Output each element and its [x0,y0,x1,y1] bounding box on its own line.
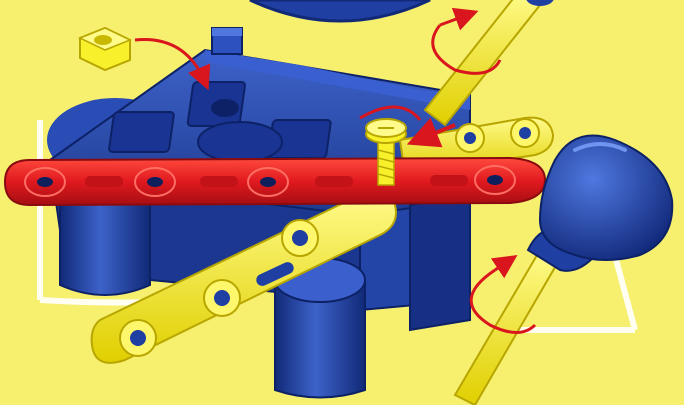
red-strip [5,158,545,205]
top-badge-edge [250,0,430,21]
hex-nut-icon [80,28,130,70]
